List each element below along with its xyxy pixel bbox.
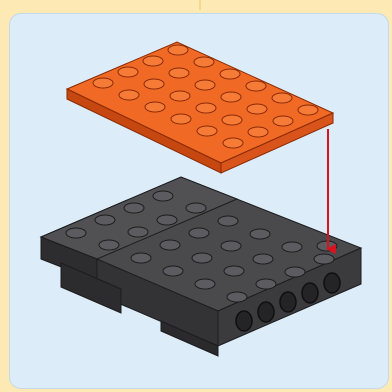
build-step-panel bbox=[9, 13, 389, 389]
page-divider bbox=[199, 0, 201, 10]
orange-plate bbox=[67, 42, 333, 173]
base-frame-brick bbox=[41, 177, 361, 356]
build-step-illustration bbox=[10, 14, 389, 389]
